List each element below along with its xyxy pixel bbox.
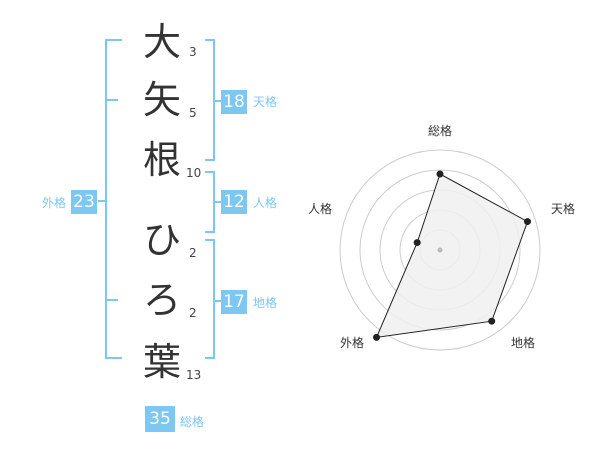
radar-point-4 [373,333,381,341]
stroke-count-2: 5 [189,106,197,120]
soukaku-value: 35 [145,406,175,432]
name-char-1: 大 [142,20,181,64]
name-char-4: ひ [142,218,181,262]
name-char-6: 葉 [142,340,181,384]
name-char-2: 矢 [142,78,181,122]
name-char-5: ろ [142,278,181,322]
radar-point-5 [413,239,421,247]
radar-grid-ring [359,169,521,331]
stroke-count-4: 2 [189,246,197,260]
radar-label-chikaku: 地格 [511,336,536,350]
gaikaku-value: 23 [71,190,97,214]
radar-point-2 [523,218,531,226]
jinkaku-value: 12 [221,190,247,214]
stroke-count-5: 2 [189,306,197,320]
chikaku-label: 地格 [253,296,278,310]
name-char-3: 根 [142,138,181,182]
jinkaku-label: 人格 [253,196,278,210]
tenkaku-value: 18 [221,90,247,114]
stroke-count-6: 13 [186,368,202,382]
radar-series-area [375,173,529,338]
radar-label-soukaku: 総格 [428,124,453,138]
chikaku-value: 17 [221,290,247,314]
stroke-count-1: 3 [189,45,197,59]
chikaku-bracket [205,239,215,359]
radar-point-1 [436,170,444,178]
radar-label-gaikaku: 外格 [340,336,365,350]
radar-grid-ring [339,149,541,351]
radar-point-3 [488,317,496,325]
radar-center-dot [437,247,443,253]
gaikaku-label: 外格 [42,196,67,210]
soukaku-label: 総格 [180,415,205,429]
radar-label-tenkaku: 天格 [551,202,576,216]
radar-label-jinkaku: 人格 [308,202,333,216]
stroke-count-3: 10 [186,166,202,180]
tenkaku-label: 天格 [253,95,278,109]
gaikaku-bracket [105,39,122,359]
